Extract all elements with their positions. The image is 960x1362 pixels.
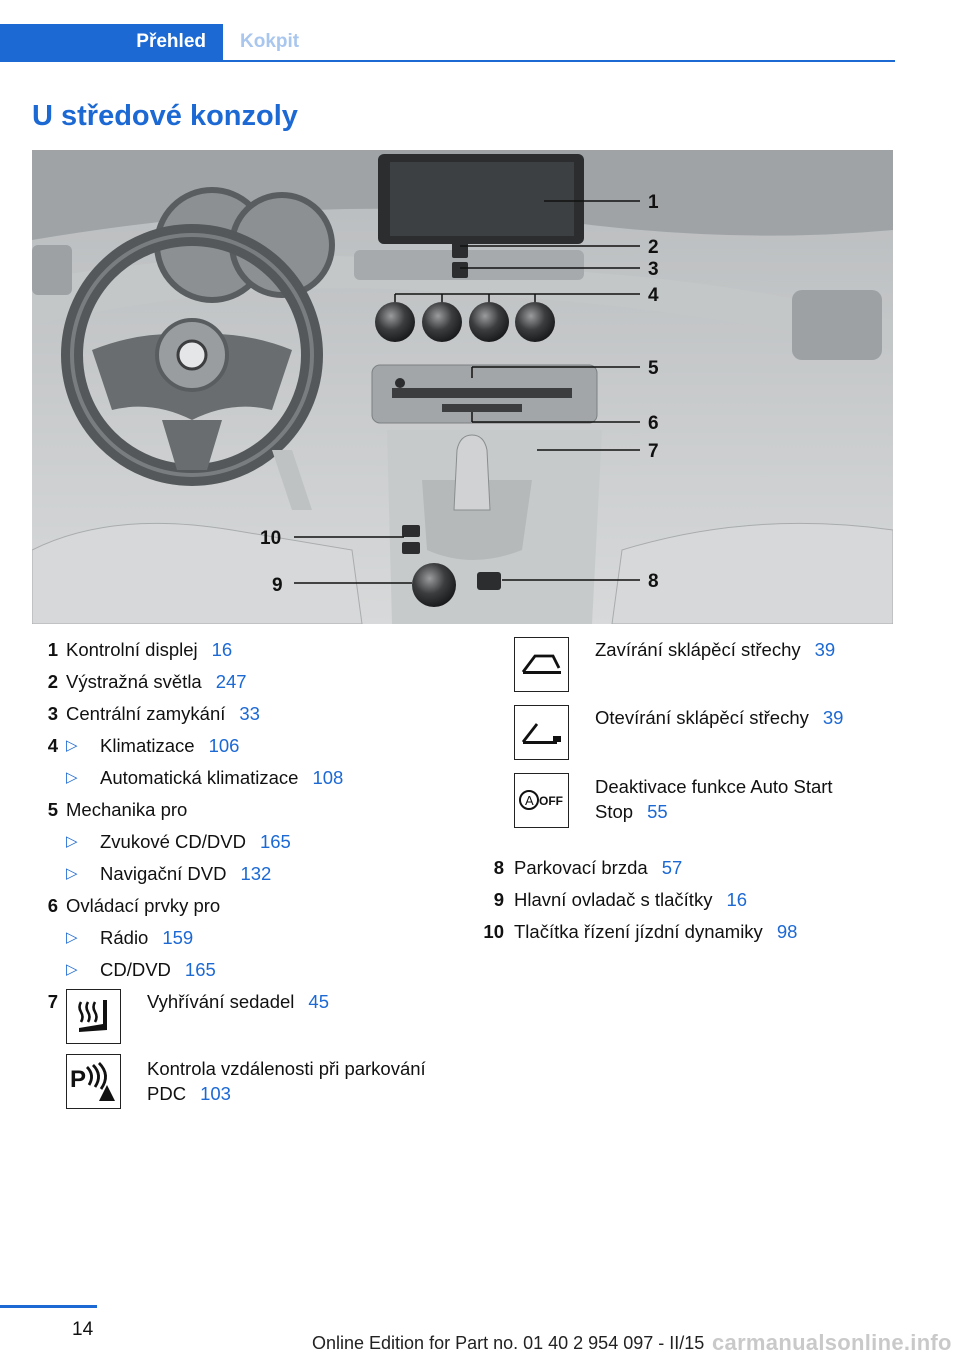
bullet-arrow-icon: ▷ [66, 929, 78, 946]
page-link[interactable]: 165 [259, 831, 291, 852]
callout-4: 4 [648, 285, 659, 306]
callout-10: 10 [260, 528, 281, 549]
callout-5: 5 [648, 358, 659, 379]
page-number: 14 [72, 1319, 94, 1340]
auto-start-stop-off-icon: A OFF [514, 773, 569, 828]
page-link[interactable]: 132 [240, 863, 272, 884]
footer-rule [0, 1305, 97, 1308]
bullet-arrow-icon: ▷ [66, 769, 78, 786]
callout-1: 1 [648, 192, 659, 213]
page-link[interactable]: 33 [239, 703, 260, 724]
bullet-arrow-icon: ▷ [66, 865, 78, 882]
page-link[interactable]: 45 [308, 991, 329, 1012]
page-link[interactable]: 39 [822, 707, 844, 728]
list-item: P Kontrola vzdálenosti při parkování PDC… [32, 1054, 452, 1124]
callout-6: 6 [648, 413, 659, 434]
bullet-arrow-icon: ▷ [66, 833, 78, 850]
page-link[interactable]: 108 [312, 767, 344, 788]
page-title: U středové konzoly [32, 100, 298, 132]
callout-8: 8 [648, 571, 659, 592]
bullet-arrow-icon: ▷ [66, 737, 78, 754]
page-link[interactable]: 16 [726, 889, 748, 910]
roof-open-icon [514, 705, 569, 760]
page-link[interactable]: 55 [647, 801, 668, 822]
callout-9: 9 [272, 575, 283, 596]
svg-text:P: P [70, 1066, 86, 1093]
callout-2: 2 [648, 237, 659, 258]
pdc-icon: P [66, 1054, 121, 1109]
page-link[interactable]: 98 [776, 921, 798, 942]
svg-text:OFF: OFF [539, 794, 563, 808]
tab-prehled[interactable]: Přehled [0, 24, 223, 60]
roof-close-icon [514, 637, 569, 692]
page-link[interactable]: 57 [661, 857, 683, 878]
header-tab-bar: Přehled Kokpit [0, 24, 895, 62]
bullet-arrow-icon: ▷ [66, 961, 78, 978]
edition-note: Online Edition for Part no. 01 40 2 954 … [312, 1333, 705, 1353]
page-link[interactable]: 16 [211, 639, 233, 660]
callout-3: 3 [648, 259, 659, 280]
tab-kokpit[interactable]: Kokpit [240, 31, 300, 52]
watermark: carmanualsonline.info [712, 1330, 952, 1355]
svg-text:A: A [525, 793, 534, 808]
list-item: 6 Ovládací prvky pro [47, 895, 221, 916]
list-item: 5 Mechanika pro [47, 799, 188, 820]
page-link[interactable]: 106 [208, 735, 240, 756]
page-link[interactable]: 247 [215, 671, 247, 692]
page-link[interactable]: 165 [184, 959, 216, 980]
page-link[interactable]: 39 [814, 639, 836, 660]
page-link[interactable]: 103 [200, 1083, 231, 1104]
page-link[interactable]: 159 [162, 927, 194, 948]
callout-7: 7 [648, 441, 659, 462]
seat-heating-icon [66, 989, 121, 1044]
center-console-illustration: 1 2 3 4 5 6 7 8 9 10 [32, 150, 893, 624]
